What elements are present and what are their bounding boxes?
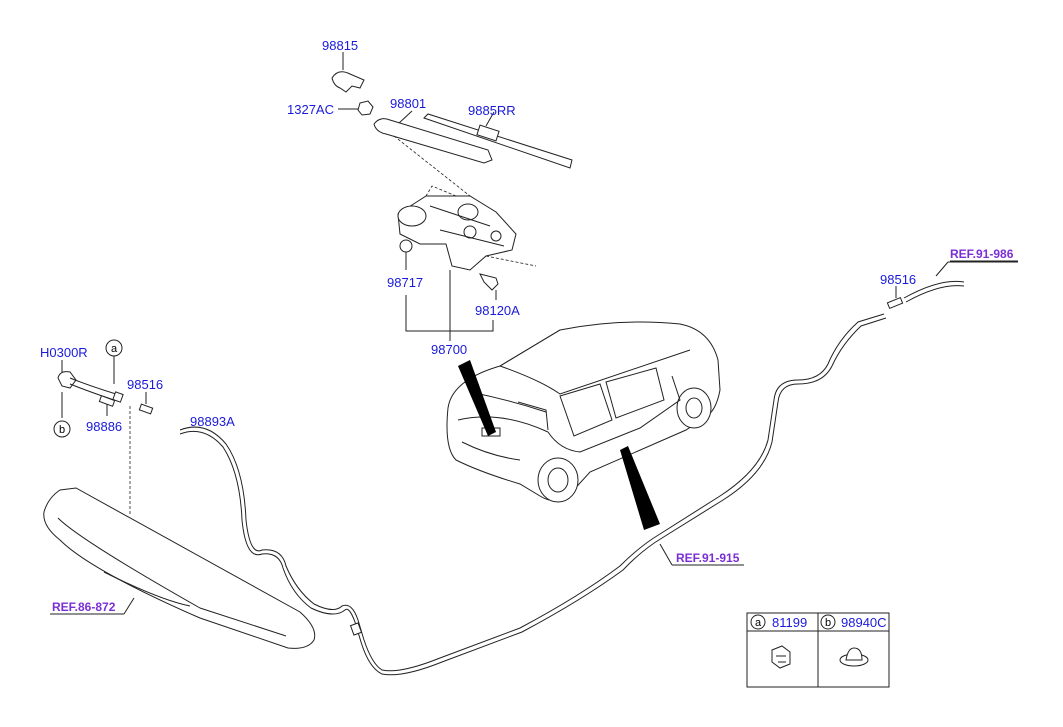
legend-b-part[interactable]: 98940C xyxy=(841,615,887,630)
bracket-98700-lines xyxy=(405,270,494,341)
callout-a: a xyxy=(105,339,123,357)
bolt-98120a xyxy=(479,273,499,300)
legend-a-part[interactable]: 81199 xyxy=(772,615,807,630)
label-1327ac[interactable]: 1327AC xyxy=(287,102,334,117)
label-98801[interactable]: 98801 xyxy=(390,96,426,111)
label-98120a[interactable]: 98120A xyxy=(475,303,520,318)
label-98516-left[interactable]: 98516 xyxy=(127,377,163,392)
nut-1327ac xyxy=(338,100,374,116)
cap-98717 xyxy=(399,239,413,270)
connector-98886 xyxy=(61,392,116,418)
clip-81199-icon xyxy=(771,645,791,669)
label-98700[interactable]: 98700 xyxy=(431,342,467,357)
leader-wedge-ref-91-915 xyxy=(620,446,660,530)
callout-b: b xyxy=(53,420,71,438)
wiper-motor-98700 xyxy=(397,185,537,271)
callout-b-letter: b xyxy=(59,424,65,436)
grommet-98940c-icon xyxy=(839,647,869,667)
ref-91-915-link[interactable]: REF.91-915 xyxy=(676,551,740,565)
joint-98516-left xyxy=(138,392,154,415)
car-illustration xyxy=(446,321,721,503)
nozzle-h0300r xyxy=(57,356,124,403)
legend-a-letter: a xyxy=(755,617,762,629)
washer-hose-98893a xyxy=(179,313,887,676)
label-h0300r[interactable]: H0300R xyxy=(40,345,88,360)
callout-a-letter: a xyxy=(111,343,118,355)
legend-table: a 81199 b 98940C xyxy=(746,612,890,688)
wiper-cover-98815 xyxy=(331,52,365,93)
legend-b-letter: b xyxy=(825,617,831,629)
ref-86-872-link[interactable]: REF.86-872 xyxy=(52,600,116,614)
label-9885rr[interactable]: 9885RR xyxy=(468,103,516,118)
ref-91-915-leader xyxy=(659,543,744,566)
label-98893a[interactable]: 98893A xyxy=(190,414,235,429)
leader-wedge-98700 xyxy=(458,360,496,436)
wiper-arm-98801 xyxy=(373,110,493,197)
wiper-blade-9885rr xyxy=(423,111,573,169)
joint-98516-right xyxy=(886,261,1018,310)
label-98717[interactable]: 98717 xyxy=(387,275,423,290)
ref-86-872-leader xyxy=(50,597,135,615)
label-98886[interactable]: 98886 xyxy=(86,419,122,434)
rear-spoiler xyxy=(43,406,316,649)
label-98516-right[interactable]: 98516 xyxy=(880,272,916,287)
label-98815[interactable]: 98815 xyxy=(322,38,358,53)
ref-91-986-link[interactable]: REF.91-986 xyxy=(950,247,1014,261)
